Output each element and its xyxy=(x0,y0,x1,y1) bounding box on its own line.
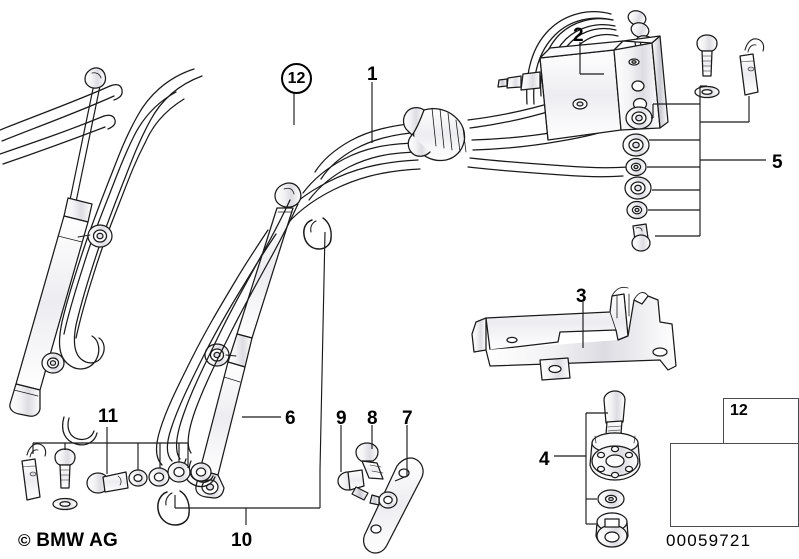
vehicle-location-inset xyxy=(670,443,799,527)
left-hydraulic-cylinder xyxy=(9,67,107,417)
callout-1[interactable]: 1 xyxy=(367,64,378,85)
valve-block-assembly xyxy=(589,390,641,548)
pan-head-screw-left xyxy=(52,448,78,511)
callout-5[interactable]: 5 xyxy=(772,152,783,173)
callout-2[interactable]: 2 xyxy=(573,25,584,46)
left-hose-grommet-upper xyxy=(77,224,113,248)
hydraulic-pump-unit xyxy=(497,35,669,141)
hose-end-stub xyxy=(0,84,123,165)
copyright-notice: © BMW AG xyxy=(18,530,118,552)
grommet-3 xyxy=(624,176,652,200)
washer-1 xyxy=(625,157,647,177)
grommet-stack xyxy=(622,106,653,252)
callout-12-circled[interactable]: 12 xyxy=(281,63,312,94)
left-hose-loop xyxy=(58,68,203,446)
callout-10[interactable]: 10 xyxy=(231,530,253,551)
washer-2 xyxy=(626,200,648,220)
ball-pin-lower xyxy=(631,223,651,252)
copyright-symbol: © xyxy=(18,531,31,550)
callout-11[interactable]: 11 xyxy=(98,406,119,427)
pan-head-screw xyxy=(694,34,720,99)
grommet-2 xyxy=(622,133,650,157)
ball-stud xyxy=(86,471,129,494)
ball-pin-with-clip xyxy=(739,38,765,96)
callout-3[interactable]: 3 xyxy=(576,286,587,307)
copyright-owner: BMW AG xyxy=(36,530,118,551)
bushing-b xyxy=(190,462,212,482)
mounting-bracket xyxy=(471,286,677,381)
callout-7[interactable]: 7 xyxy=(402,408,413,429)
diagram-part-number: 00059721 xyxy=(666,531,752,550)
retaining-spring-clip-lower xyxy=(157,490,190,526)
retaining-spring-clip-upper xyxy=(303,217,332,250)
callout-6[interactable]: 6 xyxy=(285,408,296,429)
left-hose-grommet-lower xyxy=(41,352,65,374)
callout-8[interactable]: 8 xyxy=(367,408,378,429)
callout-4[interactable]: 4 xyxy=(539,449,550,470)
ball-pin-left xyxy=(21,443,47,501)
rivet-pin xyxy=(337,469,369,501)
callout-12-boxed[interactable]: 12 xyxy=(730,402,748,419)
callout-9[interactable]: 9 xyxy=(336,408,347,429)
